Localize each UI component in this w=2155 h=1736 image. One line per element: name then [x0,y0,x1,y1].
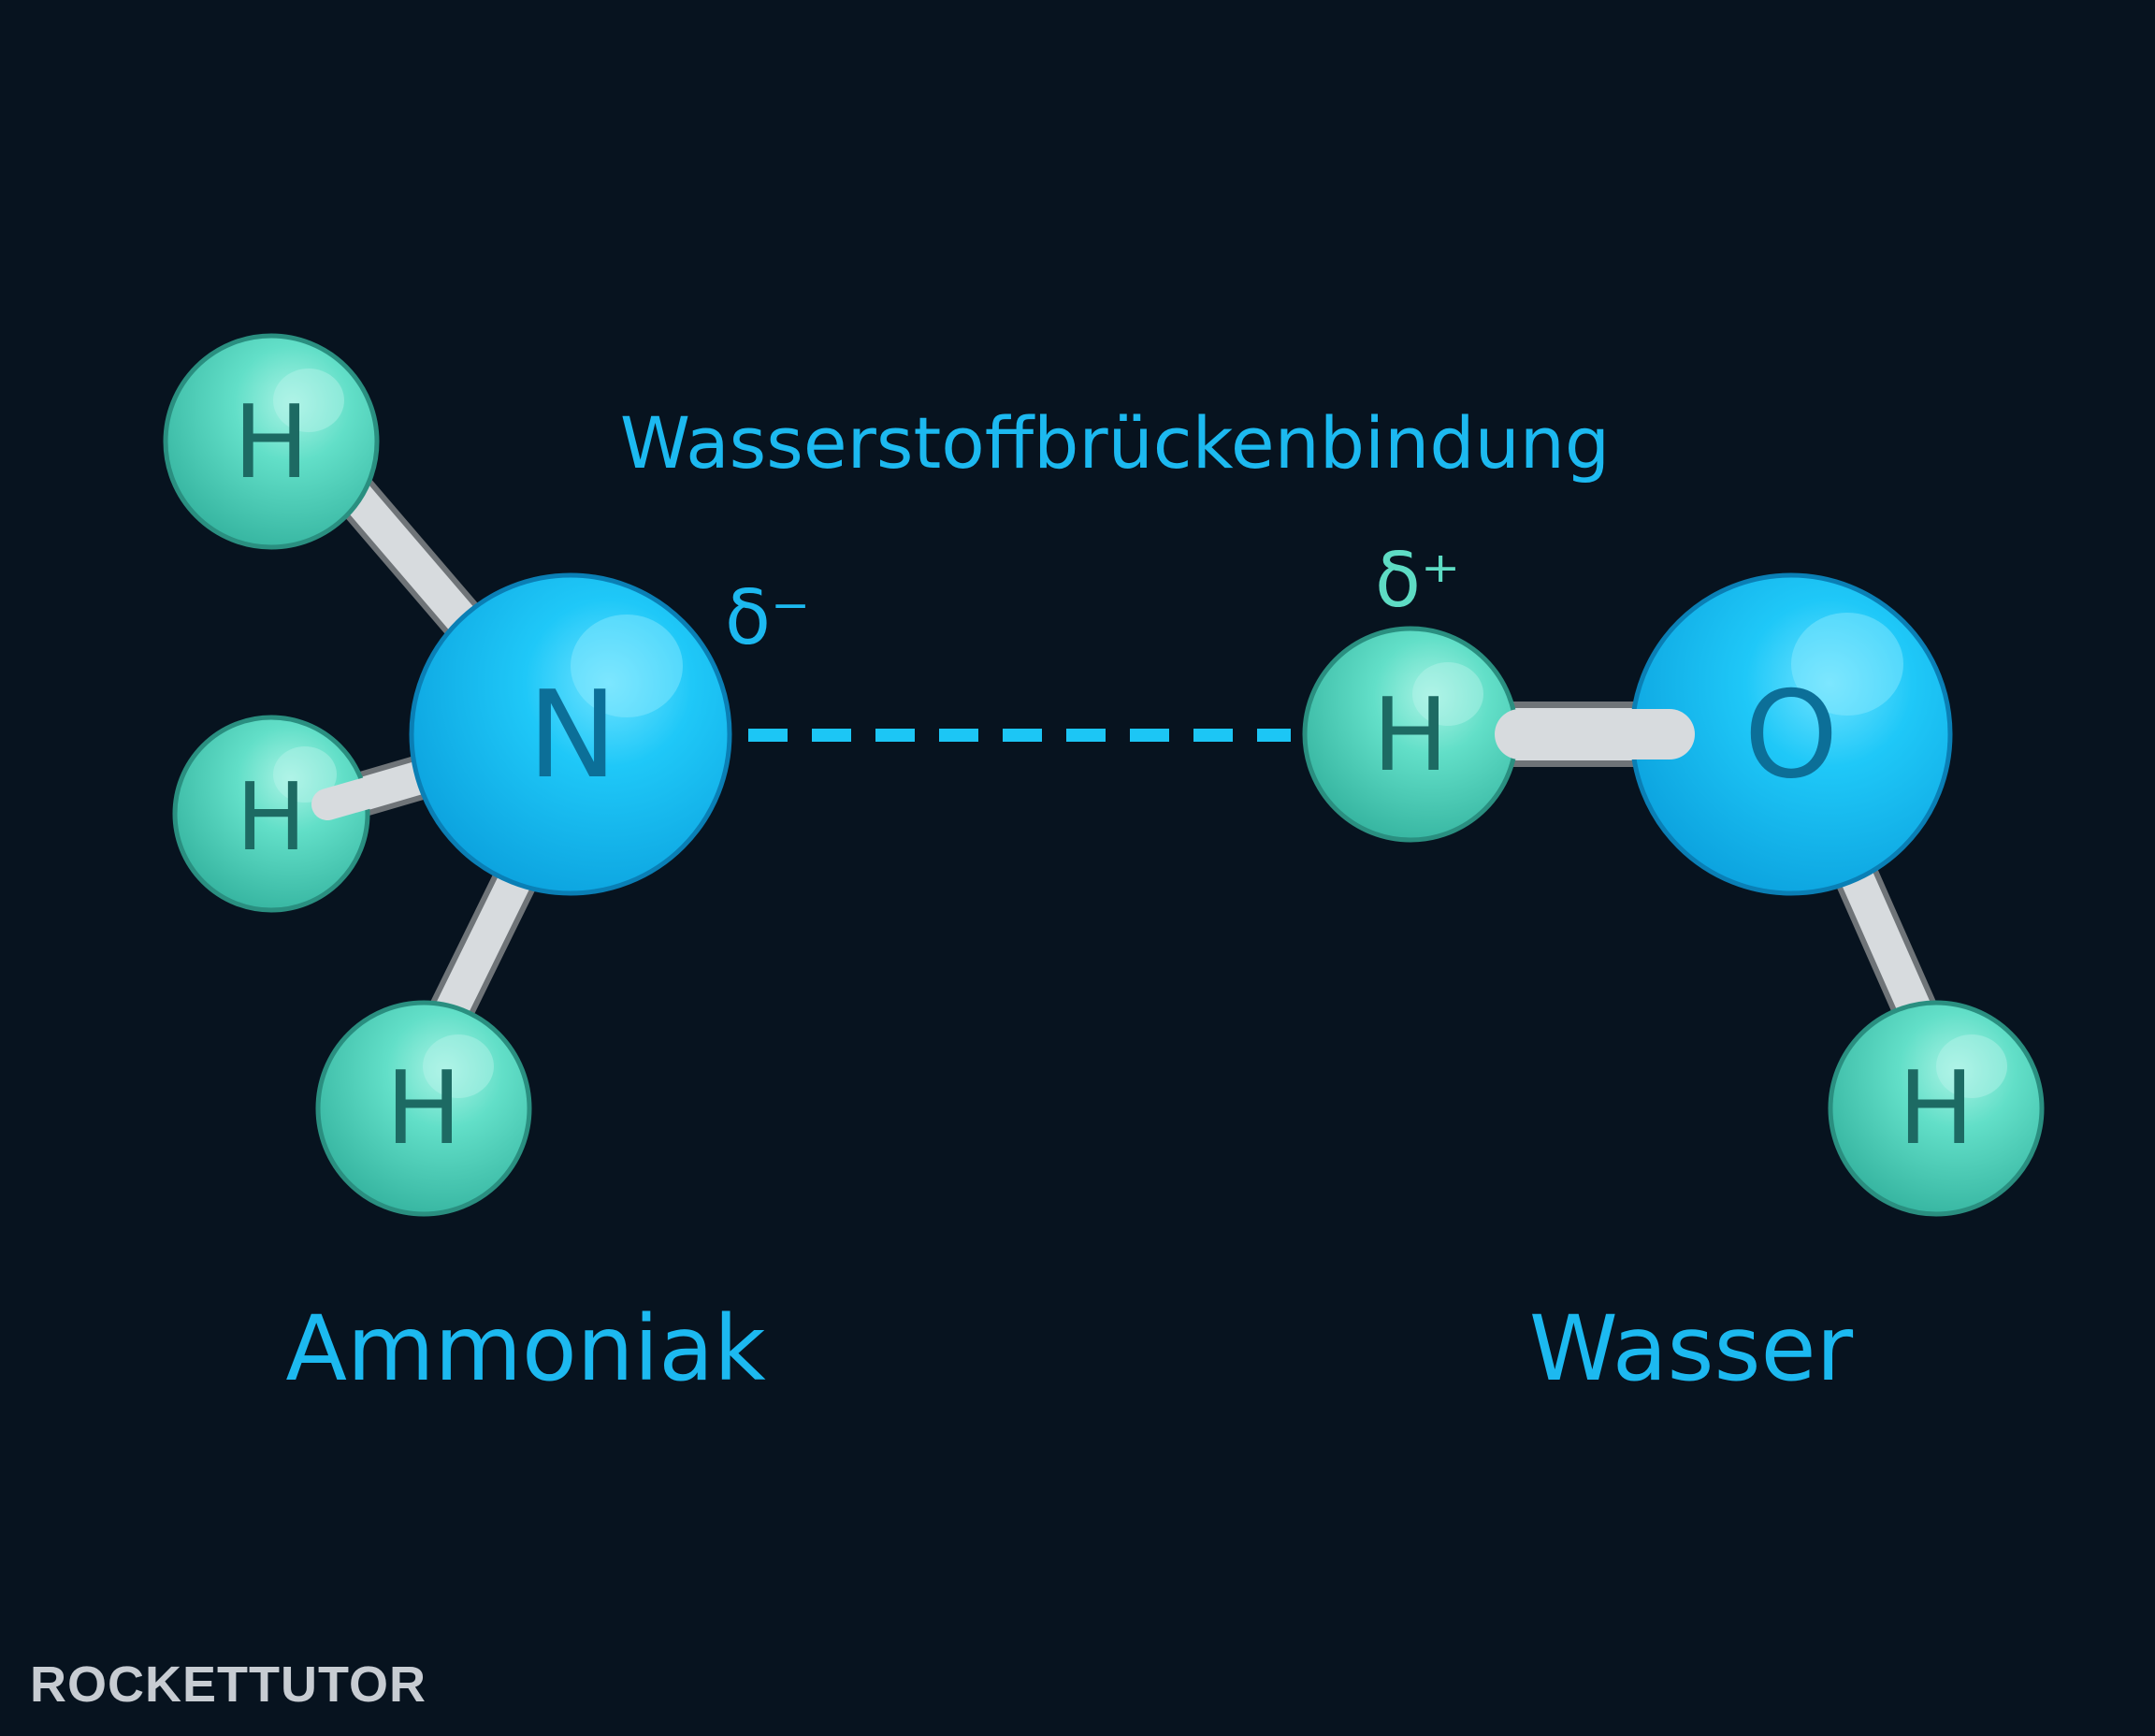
hydrogen-atom-bottom: H [315,1000,532,1217]
oxygen-atom: O [1629,572,1953,896]
nitrogen-atom: N [409,572,732,896]
svg-text:O: O [1744,666,1839,805]
ammonia-molecule: H H H N [163,333,732,1217]
svg-text:N: N [528,666,617,805]
svg-text:H: H [1372,677,1448,794]
hydrogen-atom-right: H [1828,1000,2045,1217]
diagram-title: Wasserstoffbrückenbindung [620,401,1610,485]
svg-text:H: H [236,762,306,872]
hydrogen-atom-top: H [163,333,380,550]
brand-logo-text: ROCKETTUTOR [30,1656,427,1713]
delta-minus-label: δ⁻ [725,574,810,661]
svg-text:H: H [1898,1050,1974,1167]
water-molecule: O H H [1302,572,2045,1217]
svg-text:H: H [233,384,309,501]
water-name-label: Wasser [1529,1296,1854,1401]
ammonia-name-label: Ammoniak [285,1296,766,1401]
brand-logo: ROCKETTUTOR [30,1656,427,1714]
delta-plus-label: δ⁺ [1375,537,1460,624]
hydrogen-atom-bonding: H [1302,626,1519,843]
svg-text:H: H [385,1050,461,1167]
hydrogen-atom-left: H [172,715,370,913]
